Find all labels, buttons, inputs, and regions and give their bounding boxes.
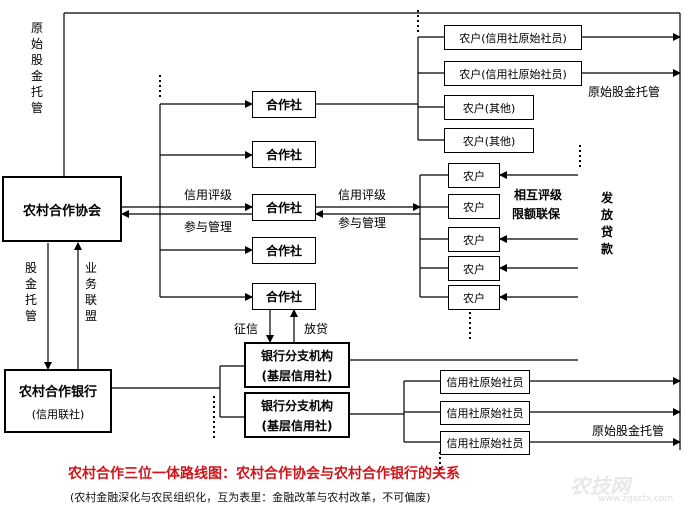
equity-trust-vertical-label: 股金托管 [24,261,37,323]
branch-node-1: 银行分支机构 (基层信用社) [244,342,350,388]
coop-node-1: 合作社 [252,91,316,118]
bank-subtitle: (信用联社) [31,407,85,421]
credit-rating-label-right: 信用评级 [338,188,387,202]
coop-node-3: 合作社 [252,194,316,221]
coop-node-4: 合作社 [252,237,316,264]
farmer-other-1: 农户(其他) [444,95,534,120]
farmer-other-2: 农户(其他) [444,128,534,153]
branch-1-line1: 银行分支机构 [260,348,333,363]
watermark-url: www.zgxcfx.com [598,494,674,504]
original-trust-label-bottom: 原始股金托管 [592,424,665,438]
credit-member-1: 信用社原始社员 [440,370,530,394]
farmer-original-member-2: 农户(信用社原始社员) [444,61,582,86]
coop-node-5: 合作社 [252,283,316,310]
watermark: 农技网 [570,474,630,498]
mutual-rating-label: 相互评级 [514,188,563,202]
association-node: 农村合作协会 [2,176,122,242]
business-link-vertical-label: 业务联盟 [84,261,97,323]
issue-loans-vertical-label: 发放贷款 [600,191,613,256]
bank-title: 农村合作银行 [18,384,97,400]
participate-manage-label-right: 参与管理 [338,216,387,230]
credit-info-label: 征信 [234,322,259,336]
participate-manage-label-left: 参与管理 [184,220,233,234]
bank-node: 农村合作银行 (信用联社) [4,369,112,433]
branch-2-line1: 银行分支机构 [260,398,333,413]
branch-1-line2: (基层信用社) [261,368,333,383]
lending-label: 放贷 [304,322,329,336]
original-trust-vertical-label: 原始股金托管 [30,21,43,115]
branch-node-2: 银行分支机构 (基层信用社) [244,392,350,438]
diagram-caption: 农村合作三位一体路线图：农村合作协会与农村合作银行的关系 [68,466,460,482]
joint-guarantee-label: 限额联保 [512,207,561,221]
credit-rating-label-left: 信用评级 [184,188,233,202]
credit-member-3: 信用社原始社员 [440,431,530,455]
farmer-2: 农户 [448,194,500,219]
credit-member-2: 信用社原始社员 [440,401,530,425]
farmer-5: 农户 [448,285,500,310]
farmer-4: 农户 [448,256,500,281]
farmer-1: 农户 [448,163,500,188]
farmer-3: 农户 [448,227,500,252]
original-trust-label-top: 原始股金托管 [588,85,661,99]
diagram-subtitle: (农村金融深化与农民组织化，互为表里：金融改革与农村改革，不可偏废) [70,491,431,504]
coop-node-2: 合作社 [252,141,316,168]
farmer-original-member-1: 农户(信用社原始社员) [444,25,582,50]
branch-2-line2: (基层信用社) [261,418,333,433]
